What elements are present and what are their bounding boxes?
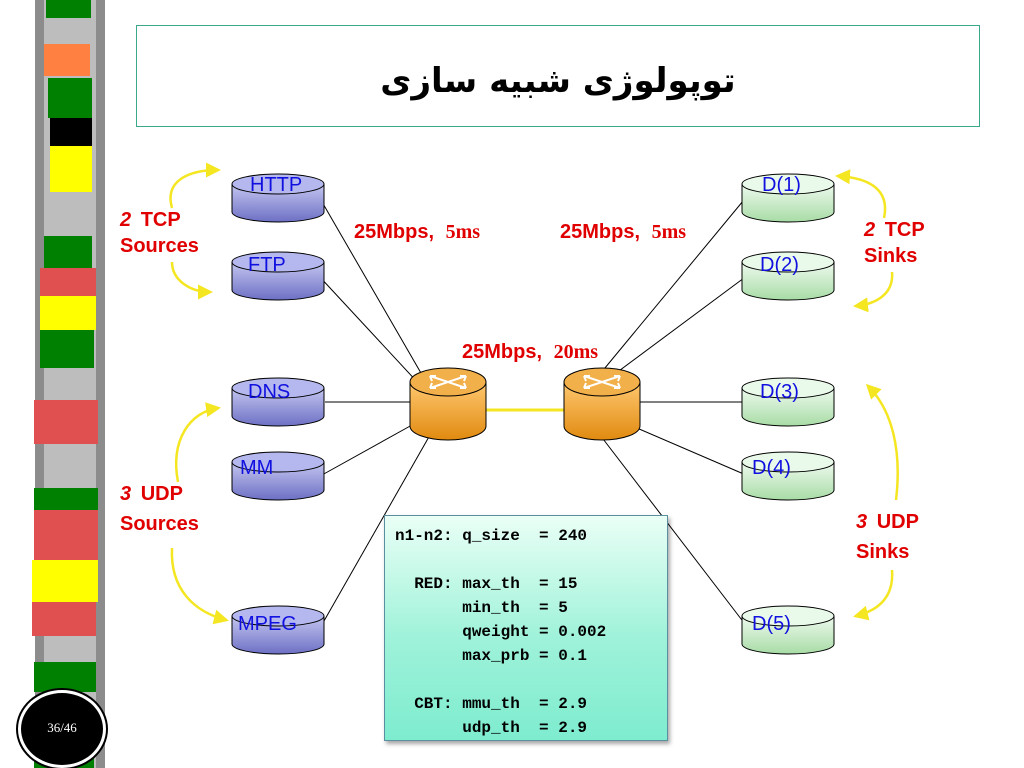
udp-sinks-count: 3: [856, 511, 867, 533]
source-node-http[interactable]: HTTP: [231, 173, 325, 223]
group-udp-sources: 3 UDP Sources: [120, 483, 199, 535]
source-label-http: HTTP: [250, 174, 302, 196]
router-n2[interactable]: [563, 367, 641, 441]
arrow-tcp-sinks-up-icon: [835, 169, 887, 219]
page-number-badge: 36/46: [18, 690, 106, 768]
source-nodes: HTTP FTP DNS MM MPEG: [231, 173, 325, 655]
svg-text:2 TCP: 2 TCP: [863, 219, 925, 241]
queue-parameters-box: n1-n2: q_size = 240 RED: max_th = 15 min…: [384, 515, 668, 741]
sink-node-d2[interactable]: D(2): [741, 251, 835, 301]
tcp-sinks-line1: TCP: [885, 219, 925, 241]
udp-sinks-line2: Sinks: [856, 541, 909, 563]
arrow-udp-sinks-down-icon: [853, 569, 894, 621]
tcp-sinks-line2: Sinks: [864, 245, 917, 267]
center-link-delay: 20ms: [554, 341, 599, 363]
link-mpeg-n1: [319, 434, 431, 629]
tcp-sinks-count: 2: [863, 219, 875, 241]
group-udp-sinks: 3 UDP Sinks: [856, 511, 919, 563]
arrow-tcp-sources-up-icon: [169, 162, 221, 209]
parameter-line: max_prb = 0.1: [395, 647, 588, 665]
source-label-dns: DNS: [248, 381, 290, 403]
slide-title: توپولوژی شبیه سازی: [380, 61, 736, 101]
parameter-line: qweight = 0.002: [395, 623, 607, 641]
sink-label-d5: D(5): [752, 613, 791, 635]
parameter-line: CBT: mmu_th = 2.9: [395, 695, 588, 713]
arrow-udp-sources-down-icon: [170, 547, 229, 625]
center-link-rate: 25Mbps,: [462, 341, 542, 363]
sink-node-d4[interactable]: D(4): [741, 451, 835, 501]
sink-label-d4: D(4): [752, 457, 791, 479]
link-mm-n1: [321, 424, 413, 476]
group-tcp-sources: 2 TCP Sources: [119, 209, 199, 257]
link-http-n1: [317, 194, 426, 381]
parameter-line: min_th = 5: [395, 599, 568, 617]
source-node-dns[interactable]: DNS: [231, 377, 325, 427]
sink-node-d1[interactable]: D(1): [741, 173, 835, 223]
link-ftp-n1: [317, 274, 421, 386]
udp-sinks-line1: UDP: [877, 511, 919, 533]
source-node-ftp[interactable]: FTP: [231, 251, 325, 301]
sink-node-d5[interactable]: D(5): [741, 605, 835, 655]
svg-text:3 UDP: 3 UDP: [856, 511, 919, 533]
group-tcp-sinks: 2 TCP Sinks: [863, 219, 925, 267]
sink-node-d3[interactable]: D(3): [741, 377, 835, 427]
arrow-tcp-sources-down-icon: [170, 261, 213, 300]
left-link-label: 25Mbps, 5ms: [354, 221, 480, 243]
parameter-line: udp_th = 2.9: [395, 719, 588, 737]
router-n1[interactable]: [409, 367, 487, 441]
tcp-sources-count: 2: [119, 209, 131, 231]
sink-nodes: D(1) D(2) D(3) D(4) D(5): [741, 173, 835, 655]
svg-text:3 UDP: 3 UDP: [120, 483, 183, 505]
arrow-tcp-sinks-down-icon: [853, 271, 894, 313]
title-box: توپولوژی شبیه سازی: [136, 25, 980, 127]
tcp-sources-line1: TCP: [141, 209, 181, 231]
arrow-udp-sources-up-icon: [175, 402, 221, 483]
decorative-color-strip: [0, 0, 110, 768]
sink-label-d2: D(2): [760, 254, 799, 276]
svg-text:2 TCP: 2 TCP: [119, 209, 181, 231]
router-arrows-icon: [583, 375, 621, 389]
udp-sources-count: 3: [120, 483, 131, 505]
link-n2-d1: [594, 194, 749, 381]
sink-label-d1: D(1): [762, 174, 801, 196]
link-n2-d2: [599, 274, 749, 386]
source-node-mm[interactable]: MM: [231, 451, 325, 501]
arrow-udp-sinks-up-icon: [865, 383, 899, 501]
udp-sources-line1: UDP: [141, 483, 183, 505]
link-n2-d5: [599, 434, 749, 629]
right-link-label: 25Mbps, 5ms: [560, 221, 686, 243]
queue-parameters-text: n1-n2: q_size = 240 RED: max_th = 15 min…: [395, 524, 606, 740]
udp-sources-line2: Sources: [120, 513, 199, 535]
parameter-line: RED: max_th = 15: [395, 575, 578, 593]
sink-label-d3: D(3): [760, 381, 799, 403]
left-link-delay: 5ms: [446, 221, 481, 243]
link-n2-d4: [629, 424, 747, 476]
parameter-line: n1-n2: q_size = 240: [395, 527, 588, 545]
source-label-mpeg: MPEG: [238, 613, 297, 635]
source-label-ftp: FTP: [248, 254, 286, 276]
router-arrows-icon: [429, 375, 467, 389]
right-link-delay: 5ms: [652, 221, 687, 243]
center-link-label: 25Mbps, 20ms: [462, 341, 598, 363]
source-label-mm: MM: [240, 457, 273, 479]
right-link-rate: 25Mbps,: [560, 221, 640, 243]
left-link-rate: 25Mbps,: [354, 221, 434, 243]
tcp-sources-line2: Sources: [120, 235, 199, 257]
source-node-mpeg[interactable]: MPEG: [231, 605, 325, 655]
page-number: 36/46: [47, 720, 77, 735]
